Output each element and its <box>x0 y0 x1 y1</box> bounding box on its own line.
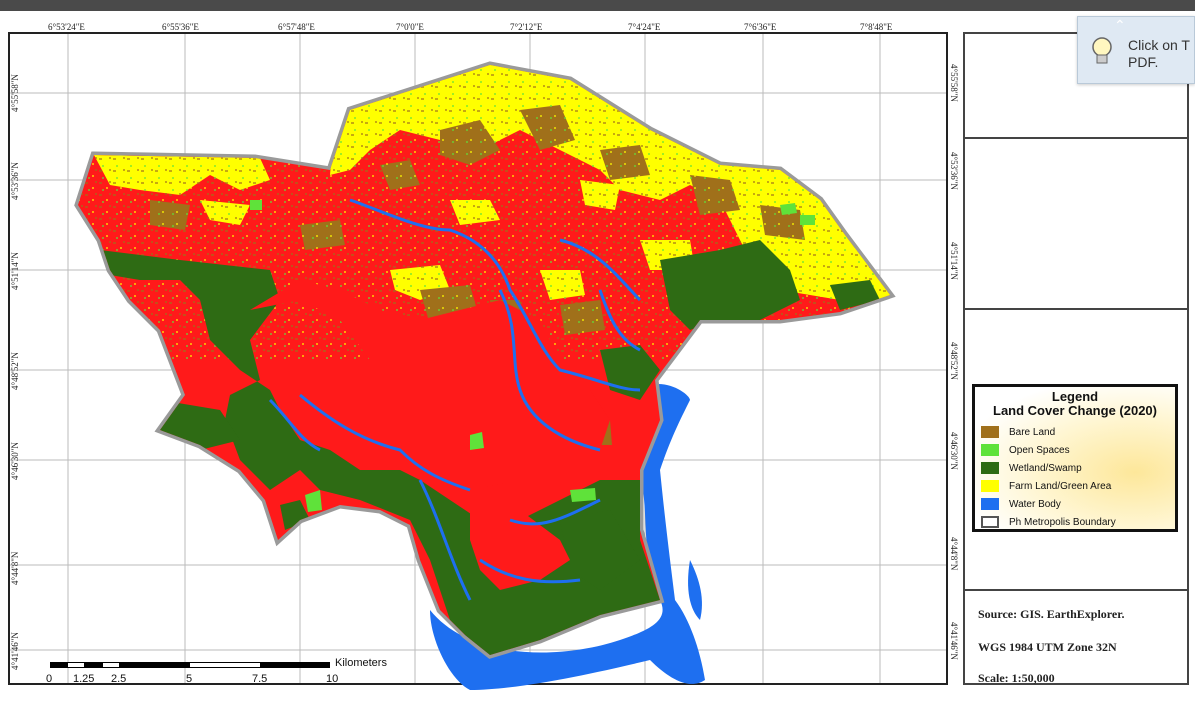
legend-label: Ph Metropolis Boundary <box>1009 516 1116 528</box>
top-coordinate-label: 7°2'12"E <box>510 22 543 32</box>
legend-swatch <box>981 498 999 510</box>
scale-label: 10 <box>326 673 339 685</box>
scale-label: 2.5 <box>111 673 127 685</box>
scale-label: 5 <box>186 673 193 685</box>
legend-swatch <box>981 462 999 474</box>
left-coordinate-label: 4°55'58"N <box>10 74 20 112</box>
projection-text: WGS 1984 UTM Zone 32N <box>978 640 1117 654</box>
legend-swatch <box>981 516 999 528</box>
panel-divider <box>963 308 1189 310</box>
right-coordinate-label: 4°55'58"N <box>949 64 959 102</box>
top-bar <box>0 0 1195 11</box>
panel-divider <box>963 137 1189 139</box>
legend-box: Legend Land Cover Change (2020) Bare Lan… <box>972 384 1178 532</box>
chevron-up-icon[interactable]: ⌃ <box>1114 17 1126 33</box>
left-coordinate-label: 4°51'14"N <box>10 252 20 290</box>
right-coordinate-label: 4°44'8"N <box>949 537 959 571</box>
legend-label: Farm Land/Green Area <box>1009 480 1112 492</box>
legend-item-farm-land: Farm Land/Green Area <box>981 478 1111 494</box>
source-text: Source: GIS. EarthExplorer. <box>978 607 1125 621</box>
scale-label: 7.5 <box>252 673 268 685</box>
left-coordinate-label: 4°48'52"N <box>10 352 20 390</box>
left-coordinate-label: 4°41'46"N <box>10 632 20 670</box>
creeks <box>268 198 642 601</box>
scale-unit-label: Kilometers <box>335 657 387 669</box>
legend-item-wetland: Wetland/Swamp <box>981 460 1082 476</box>
right-coordinate-label: 4°51'14"N <box>949 242 959 280</box>
legend-swatch <box>981 480 999 492</box>
pdf-tooltip[interactable]: ⌃ Click on T PDF. <box>1077 16 1195 84</box>
top-coordinate-label: 7°0'0"E <box>396 22 424 32</box>
right-coordinate-label: 4°48'52"N <box>949 342 959 380</box>
legend-item-boundary: Ph Metropolis Boundary <box>981 514 1116 530</box>
legend-label: Water Body <box>1009 498 1061 510</box>
land-cover-layer <box>78 65 890 655</box>
legend-title: Legend <box>1051 389 1099 404</box>
water-body-area <box>430 383 705 690</box>
legend-item-open-spaces: Open Spaces <box>981 442 1070 458</box>
legend-label: Bare Land <box>1009 426 1056 438</box>
top-coordinate-label: 6°53'24"E <box>48 22 85 32</box>
legend-item-bare-land: Bare Land <box>981 424 1055 440</box>
top-coordinate-label: 7°4'24"E <box>628 22 661 32</box>
scale-bar <box>50 662 330 668</box>
top-coordinate-label: 7°6'36"E <box>744 22 777 32</box>
left-coordinate-label: 4°44'8"N <box>10 551 20 585</box>
lightbulb-icon <box>1092 37 1112 64</box>
panel-divider <box>963 589 1189 591</box>
right-coordinate-label: 4°53'36"N <box>949 152 959 190</box>
right-coordinate-label: 4°41'46"N <box>949 622 959 660</box>
scale-label: 1.25 <box>73 673 95 685</box>
tooltip-line-1: Click on T <box>1128 37 1190 53</box>
open-spaces-region <box>250 200 815 512</box>
legend-label: Wetland/Swamp <box>1009 462 1082 474</box>
top-coordinate-label: 6°55'36"E <box>162 22 199 32</box>
legend-swatch <box>981 426 999 438</box>
left-coordinate-label: 4°46'30"N <box>10 442 20 480</box>
right-coordinate-label: 4°46'30"N <box>949 432 959 470</box>
legend-swatch <box>981 444 999 456</box>
scale-text: Scale: 1:50,000 <box>978 671 1055 685</box>
legend-subtitle: Land Cover Change (2020) <box>993 403 1157 418</box>
scale-label: 0 <box>46 673 53 685</box>
legend-item-water-body: Water Body <box>981 496 1061 512</box>
legend-label: Open Spaces <box>1009 444 1070 456</box>
left-coordinate-label: 4°53'36"N <box>10 162 20 200</box>
top-coordinate-label: 7°8'48"E <box>860 22 893 32</box>
tooltip-line-2: PDF. <box>1128 54 1159 70</box>
top-coordinate-label: 6°57'48"E <box>278 22 315 32</box>
side-panel <box>963 32 1189 685</box>
